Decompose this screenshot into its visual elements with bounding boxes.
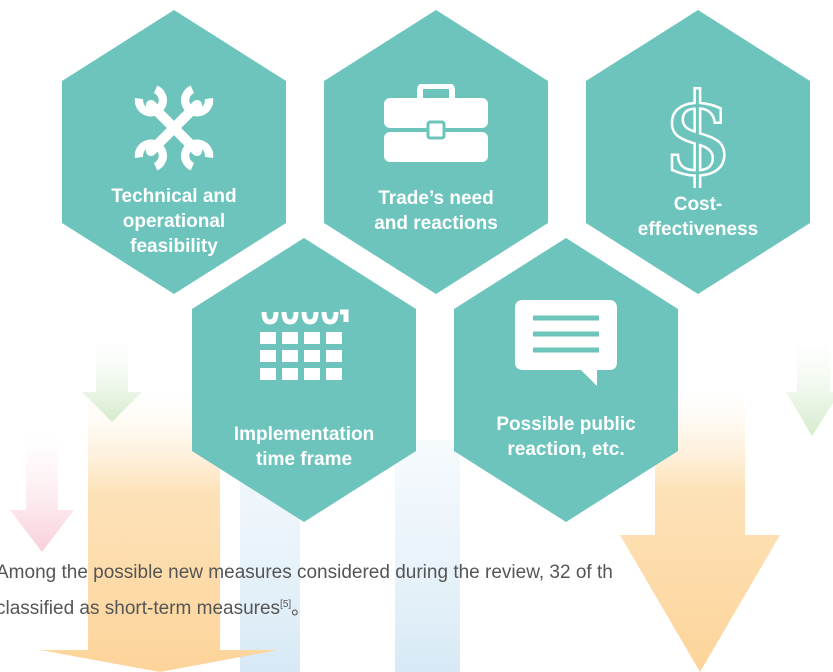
- paragraph-line-1: Among the possible new measures consider…: [0, 562, 613, 583]
- factor-implementation-timeframe: Implementation time frame: [192, 238, 416, 522]
- svg-text:$: $: [662, 78, 733, 188]
- calendar-icon: [260, 309, 349, 380]
- paragraph-line-2: classified as short-term measures[5]。: [0, 589, 833, 625]
- factor-label: Trade’s need and reactions: [374, 188, 498, 234]
- arrow-blue-right: [395, 440, 460, 672]
- dollar-icon: $: [661, 78, 735, 188]
- factor-trade-needs: Trade’s need and reactions: [324, 10, 548, 294]
- footnote-ref[interactable]: [5]: [280, 599, 292, 610]
- arrow-green-right: [786, 340, 833, 436]
- paragraph-line-2-end: 。: [291, 598, 311, 619]
- arrow-green-left: [82, 340, 142, 422]
- factor-label: Implementation time frame: [233, 424, 375, 470]
- factor-label: Technical and operational feasibility: [111, 185, 237, 257]
- body-paragraph: Among the possible new measures consider…: [0, 557, 833, 625]
- arrow-pink: [10, 435, 74, 552]
- paragraph-line-2-text: classified as short-term measures: [0, 598, 281, 619]
- briefcase-icon: [384, 84, 488, 162]
- factor-label: Cost- effectiveness: [637, 194, 759, 240]
- speech-bubble-icon: [515, 300, 617, 386]
- wrench-icon: [134, 85, 214, 170]
- factor-label: Possible public reaction, etc.: [496, 414, 636, 460]
